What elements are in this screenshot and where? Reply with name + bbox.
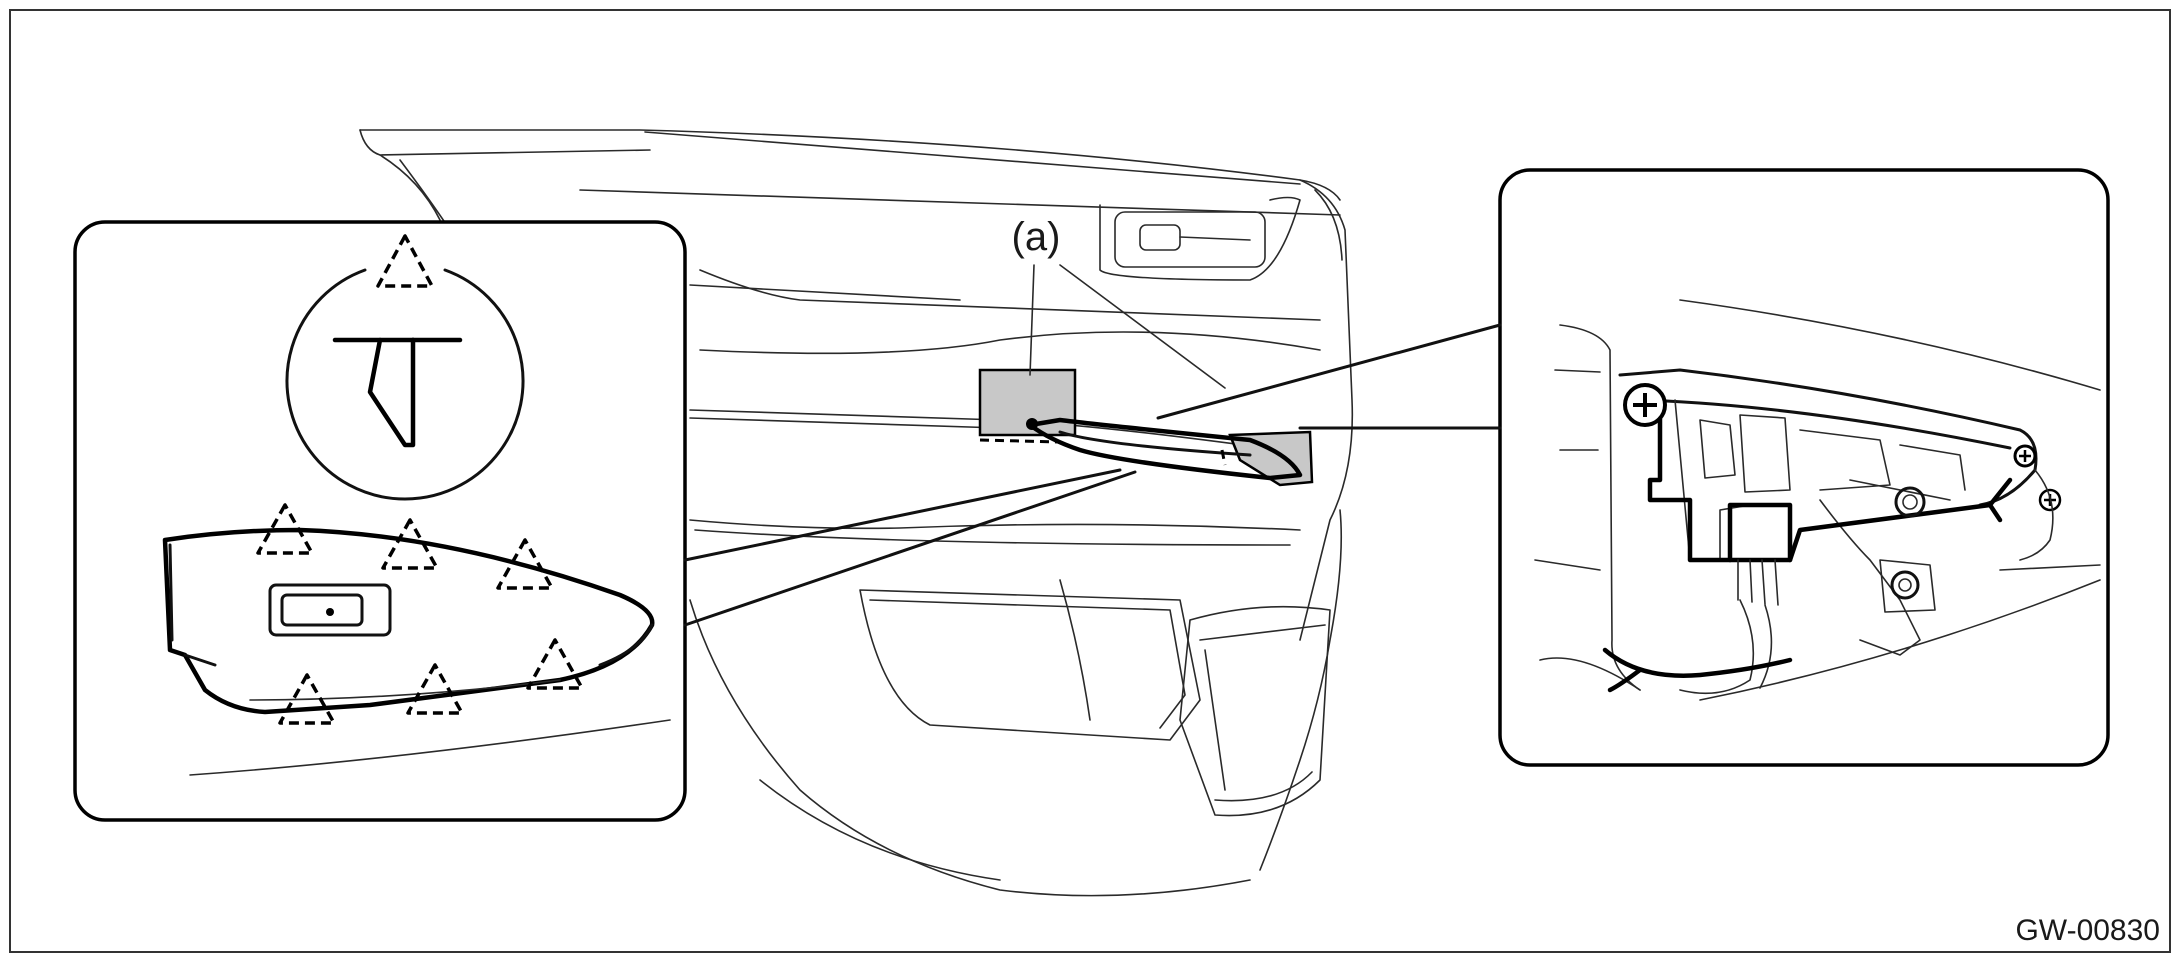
clip-marker-icon [376,234,434,288]
figure-frame [9,9,2171,953]
connector-detail-box [1156,168,2110,767]
wire-harness-connector [1602,502,1793,695]
clip-magnified-view [285,234,525,501]
callout-a: (a) [1012,215,1226,389]
clip-detail-box [73,220,1137,822]
window-switch-panel [162,503,671,776]
inner-door-handle [1099,196,1301,281]
figure-code: GW-00830 [2015,914,2160,947]
switch-cover-shaded-right [1228,430,1314,487]
speaker-grille [1179,605,1331,817]
clip-marker-icon [278,673,336,725]
switch-panel-underside [1534,299,2101,701]
callout-label: (a) [1012,215,1061,259]
phillips-screw-icon [1623,383,1667,427]
phillips-screw-icon [2013,444,2037,468]
clip-marker-icon [496,538,554,590]
clip-marker-icon [406,663,464,715]
power-window-switch-panel-location [978,368,1314,487]
door-trim-panel [359,129,1354,897]
clip-marker-icon [526,638,584,690]
window-switch-button [268,583,392,637]
clip-marker-icon [381,518,439,570]
clip-marker-icon [256,503,314,555]
door-pocket [859,579,1201,741]
